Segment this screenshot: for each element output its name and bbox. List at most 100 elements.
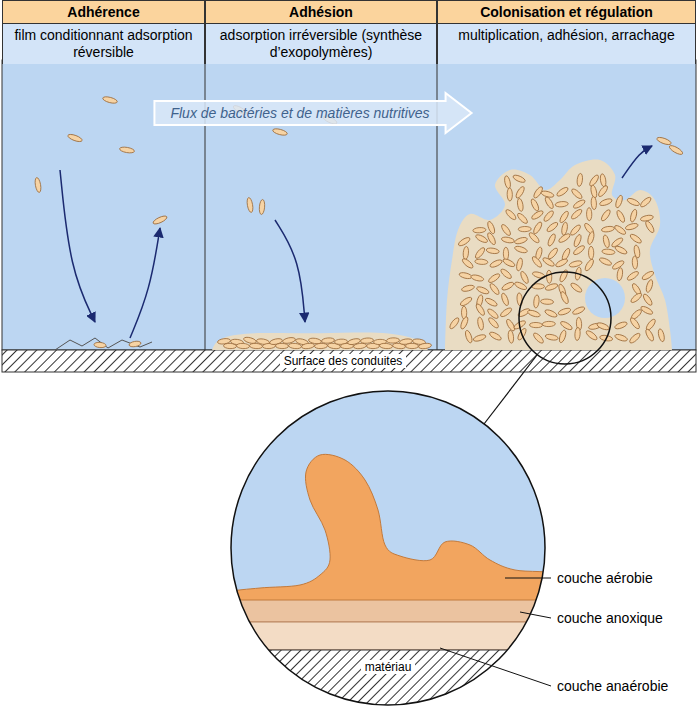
bacterium	[572, 198, 586, 209]
bacterium	[94, 342, 106, 348]
bacterium	[503, 247, 508, 260]
bacterium	[531, 255, 543, 268]
bacterium	[514, 245, 528, 254]
bacterium	[119, 146, 135, 154]
bacterium	[644, 328, 655, 342]
bacterium	[585, 329, 598, 341]
bacterium	[600, 209, 612, 223]
leader-line	[440, 648, 551, 686]
bacterium	[461, 257, 474, 269]
stage-description: film conditionnant adsorption réversible	[3, 24, 204, 64]
bacterium	[275, 343, 288, 349]
bacterium	[499, 306, 513, 318]
bacterium	[514, 281, 528, 291]
bacterium	[558, 269, 568, 283]
bacterium	[476, 285, 490, 295]
bacterium	[641, 270, 655, 281]
panels-art	[2, 60, 696, 372]
bacterium	[613, 224, 627, 236]
bacterium	[570, 282, 584, 294]
bacterium	[504, 175, 512, 189]
bacterium	[596, 321, 610, 331]
bacterium	[602, 249, 615, 255]
zoom-circle	[231, 391, 545, 705]
bacterium	[559, 291, 569, 305]
bacterium	[418, 343, 432, 350]
bacterium	[599, 197, 613, 206]
bacterium	[507, 188, 512, 201]
bacterium	[644, 220, 655, 234]
bacterium	[629, 317, 641, 330]
bacterium	[543, 210, 555, 223]
bacterium	[484, 297, 498, 308]
bacterium	[487, 272, 501, 284]
bacterium	[514, 236, 528, 245]
bacterium	[546, 221, 559, 233]
bacterium	[470, 274, 484, 282]
bacterium	[519, 270, 529, 284]
bacterium	[558, 329, 567, 343]
bacterium	[588, 246, 593, 259]
stage-column: Adhérencefilm conditionnant adsorption r…	[2, 0, 205, 64]
bacterium	[545, 282, 559, 291]
bacterium	[614, 321, 628, 331]
bacterium	[501, 281, 515, 292]
bacterium	[486, 247, 500, 254]
bacterium	[487, 316, 500, 329]
bacterium	[576, 173, 583, 187]
bacterium	[542, 321, 555, 327]
movement-arrow	[60, 170, 95, 322]
biofilm-cavity	[585, 278, 625, 318]
bacterium	[489, 282, 501, 295]
bacterium	[629, 209, 638, 223]
bacterium	[457, 236, 471, 247]
bacterium	[461, 284, 475, 292]
bacterium	[246, 197, 254, 213]
bacterium	[586, 208, 591, 221]
bacterium	[321, 337, 334, 343]
bacterium	[530, 198, 540, 212]
layer-label: couche aérobie	[557, 570, 653, 586]
anaerobic-layer	[220, 622, 560, 650]
zoom-view	[220, 380, 563, 706]
bacterium	[463, 246, 469, 259]
bacterium	[591, 196, 597, 209]
bacterium	[555, 258, 569, 269]
bacterium	[626, 270, 640, 282]
bacterium	[557, 307, 571, 316]
bacterium	[518, 226, 531, 232]
bacterium	[532, 332, 545, 345]
movement-arrow	[275, 220, 305, 322]
bacterium	[259, 199, 265, 214]
flow-arrow	[154, 93, 471, 133]
bacterium	[614, 333, 628, 342]
bacterium	[625, 222, 639, 231]
bacterium	[558, 232, 572, 244]
water-ground	[2, 60, 696, 350]
biofilm	[445, 160, 672, 350]
bacterium	[386, 338, 399, 344]
stage-description: multiplication, adhésion, arrachage	[438, 24, 695, 64]
bacterium	[630, 292, 643, 304]
bacterium	[555, 201, 568, 207]
bacterium	[532, 221, 543, 235]
bacterium	[500, 223, 512, 237]
bacterium	[314, 343, 327, 349]
bacterium	[587, 231, 596, 245]
layer-label: couche anoxique	[557, 610, 663, 626]
stage-title: Adhérence	[3, 1, 204, 24]
zoom-marker	[519, 272, 611, 364]
zoom-leader	[484, 355, 537, 424]
bacterium	[486, 308, 499, 320]
layer-label: couche anaérobie	[557, 678, 668, 694]
bacterium	[556, 186, 570, 198]
bacterium	[474, 246, 486, 259]
bacterium	[486, 221, 496, 235]
bacterium	[152, 214, 168, 225]
bacterium	[500, 292, 509, 306]
bacterium	[527, 309, 541, 318]
biofilm	[212, 332, 428, 350]
bacterium	[502, 258, 516, 269]
bacterium	[628, 332, 641, 345]
bacterium	[559, 320, 573, 331]
